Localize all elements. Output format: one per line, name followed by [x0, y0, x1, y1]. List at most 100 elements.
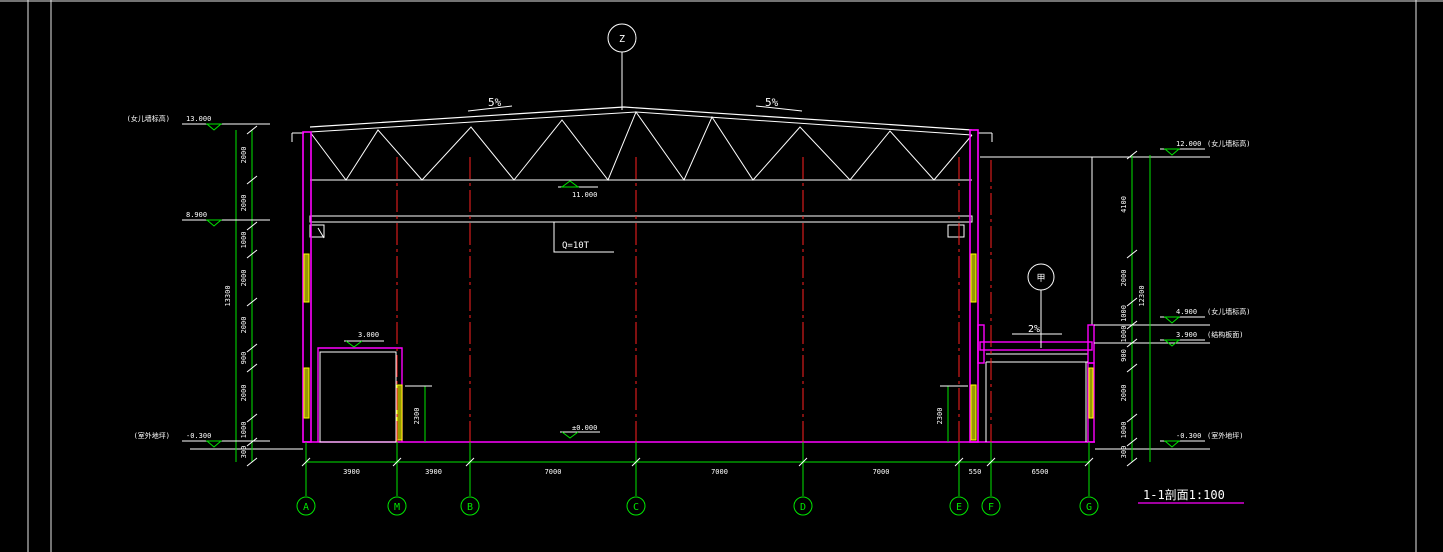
left-elev-triangle [205, 440, 223, 448]
bottom-dim-tick [986, 457, 996, 467]
left-elev-value: -0.300 [186, 432, 211, 440]
section-markers: Z 甲 [607, 23, 1055, 348]
left-elev-value: 13.000 [186, 115, 211, 123]
right-total-value: 12300 [1138, 285, 1146, 306]
right-dim-value: 1000 [1120, 422, 1128, 439]
bottom-dim-tick [954, 457, 964, 467]
roof-slope-right-arrow [755, 105, 803, 112]
axis-bubble-E [949, 496, 969, 516]
truss-bottom-elev-mark [560, 180, 580, 188]
left-elevation-marks: 13.000(女儿墙标高)8.900-0.300(室外地坪) [127, 114, 270, 448]
crane-label-leader [553, 222, 614, 253]
left-dim-tick [246, 249, 258, 259]
annex-window [1088, 367, 1094, 419]
right-elev-value: 4.900 [1176, 308, 1197, 316]
left-dim-tick [246, 343, 258, 353]
left-dim-tick [246, 437, 258, 447]
left-dim-value: 2000 [240, 147, 248, 164]
axis-label-B: B [467, 502, 473, 513]
right-elev-triangle [1163, 316, 1181, 324]
left-dim-tick [246, 125, 258, 135]
section-mark-jia-label: 甲 [1036, 273, 1045, 284]
axis-label-F: F [988, 502, 994, 513]
axis-label-G: G [1086, 502, 1092, 513]
roof-slope-left: 5% [488, 96, 502, 109]
bottom-dim-tick [301, 457, 311, 467]
platform-elev: 3.000 [358, 331, 379, 339]
right-elev-value: -0.300 [1176, 432, 1201, 440]
crane-label: Q=10T [562, 241, 590, 251]
corbel-left [309, 224, 325, 238]
right-elev-note: (结构板面) [1207, 330, 1243, 339]
left-dim-value: 300 [240, 446, 248, 459]
bottom-dim-tick [465, 457, 475, 467]
left-elev-note: (室外地坪) [134, 431, 170, 440]
axis-bubble-F [981, 496, 1001, 516]
left-dim-tick [246, 297, 258, 307]
axis-label-A: A [303, 502, 309, 513]
annex-roof-slab [979, 341, 1093, 351]
bottom-dim-value: 3900 [425, 468, 442, 476]
roof-top-line [309, 106, 973, 131]
right-elev-triangle [1163, 148, 1181, 156]
axis-bubble-B [460, 496, 480, 516]
floor-elev-mark [561, 431, 579, 439]
right-dim-tick [1126, 457, 1138, 467]
roof-slope-left-arrow [467, 105, 513, 112]
left-dim-tick [246, 221, 258, 231]
axis-label-C: C [633, 502, 639, 513]
right-dim-value: 2000 [1120, 385, 1128, 402]
bottom-dim-tick [392, 457, 402, 467]
axis-bubble-G [1079, 496, 1099, 516]
right-window-upper [970, 253, 977, 303]
right-dim-value: 300 [1120, 446, 1128, 459]
left-dim-value: 2000 [240, 317, 248, 334]
axis-bubble-M [387, 496, 407, 516]
right-elev-triangle [1163, 339, 1181, 347]
axis-label-D: D [800, 502, 806, 513]
left-window-upper [303, 253, 310, 303]
right-dim-tick [1126, 338, 1138, 348]
bottom-dim-value: 7000 [711, 468, 728, 476]
left-dim-value: 2000 [240, 195, 248, 212]
left-elev-triangle [205, 123, 223, 131]
right-dim-value: 900 [1120, 349, 1128, 362]
left-window-lower [303, 367, 310, 419]
platform-inner [319, 351, 397, 443]
right-elev-note: (女儿墙标高) [1207, 139, 1250, 148]
platform-room [317, 347, 403, 442]
bottom-dim-value: 7000 [545, 468, 562, 476]
left-dim-value: 2000 [240, 270, 248, 287]
annex-left-parapet [977, 324, 985, 364]
axis-bubble-D [793, 496, 813, 516]
roof-slope-right: 5% [765, 96, 779, 109]
left-dim-tick [246, 363, 258, 373]
axis-bubble-A [296, 496, 316, 516]
crane-rail-left [317, 227, 325, 239]
main-hall: Q=10T [190, 106, 1210, 450]
right-elev-value: 3.900 [1176, 331, 1197, 339]
left-elev-value: 8.900 [186, 211, 207, 219]
left-dim-value: 1000 [240, 422, 248, 439]
bottom-dim-value: 6500 [1032, 468, 1049, 476]
right-dim-value: 4100 [1120, 196, 1128, 213]
left-dim-tick [246, 413, 258, 423]
right-dim-tick [1126, 150, 1138, 160]
left-dim-value: 2000 [240, 385, 248, 402]
drawing-title: 1-1剖面1:100 [1143, 488, 1225, 502]
bottom-dim-tick [1084, 457, 1094, 467]
axis-bubble-C [626, 496, 646, 516]
left-total-value: 13300 [224, 285, 232, 306]
right-elev-value: 12.000 [1176, 140, 1201, 148]
right-dim-tick [1126, 413, 1138, 423]
right-elev-triangle [1163, 440, 1181, 448]
axis-label-E: E [956, 502, 962, 513]
bottom-dim-value: 7000 [873, 468, 890, 476]
right-door-strip [970, 384, 977, 441]
bottom-dim-value: 3900 [343, 468, 360, 476]
bottom-dim-tick [631, 457, 641, 467]
